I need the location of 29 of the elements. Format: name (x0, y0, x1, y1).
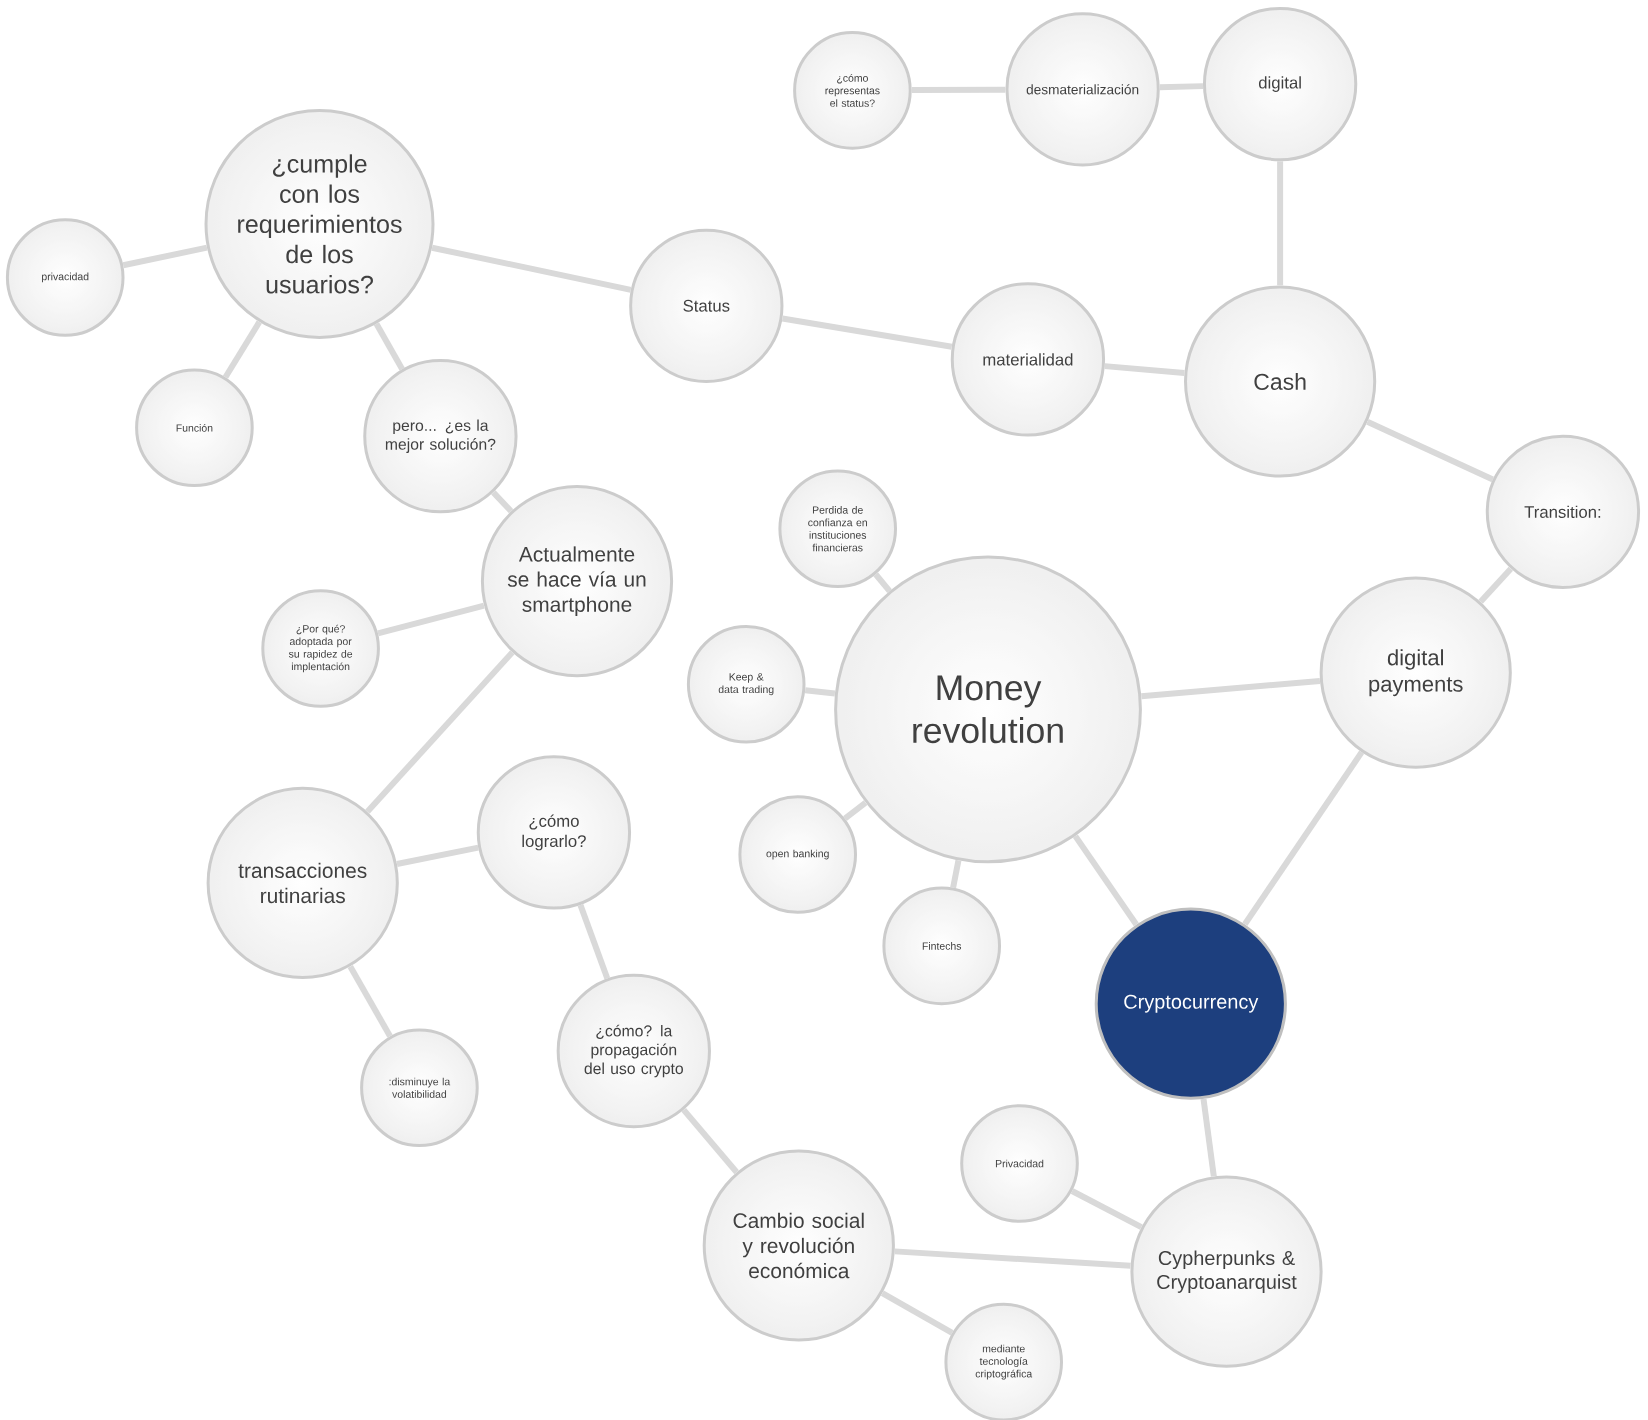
connector-line (373, 322, 405, 371)
connector-line (347, 964, 393, 1038)
connector-line (1159, 83, 1204, 91)
connector-line (222, 320, 262, 379)
connector-line (1242, 750, 1365, 926)
connector-line (950, 859, 962, 889)
connector-line (377, 602, 485, 637)
connector-line (1072, 834, 1139, 927)
connector-line (911, 86, 1006, 94)
connector-line (880, 1290, 954, 1336)
connector-line (396, 844, 479, 867)
connector-line (1277, 161, 1284, 286)
connector-line (1478, 566, 1514, 604)
connector-line (1104, 363, 1185, 377)
connector-line (577, 903, 611, 980)
connector-line (681, 1107, 739, 1175)
connector-line (1070, 1188, 1143, 1230)
connector-line (781, 315, 953, 350)
connector-line (843, 800, 868, 821)
connector-line (1141, 677, 1321, 700)
connector-line (1366, 419, 1495, 483)
connector-line (431, 244, 632, 293)
connector-line (365, 650, 515, 814)
connector-line (804, 687, 836, 697)
connector-line (873, 572, 892, 593)
connector-line (1200, 1098, 1217, 1177)
connector-line (491, 490, 514, 514)
connector-line (122, 244, 208, 269)
connector-line (894, 1248, 1131, 1269)
